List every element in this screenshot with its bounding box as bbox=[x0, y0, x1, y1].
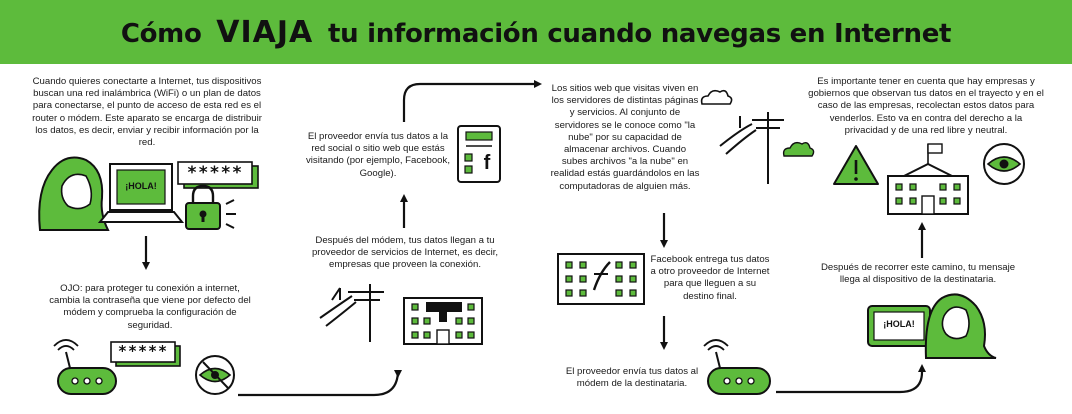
arrow-to-cloud bbox=[402, 80, 542, 122]
arrow-to-destination bbox=[776, 364, 926, 394]
padlock-icon bbox=[185, 184, 236, 230]
woman-silhouette-right-icon bbox=[924, 293, 997, 359]
power-pole-cloud-icon bbox=[719, 112, 784, 184]
eye-icon bbox=[983, 143, 1025, 185]
cloud-icon bbox=[700, 89, 815, 157]
social-network-text: El proveedor envía tus datos a la red so… bbox=[306, 131, 450, 179]
office-building-icon bbox=[403, 297, 483, 345]
destination-modem-text: El proveedor envía tus datos al módem de… bbox=[565, 366, 699, 390]
provider-text: Después del módem, tus datos llegan a tu… bbox=[311, 235, 499, 271]
title-emphasis: VIAJA bbox=[216, 14, 314, 50]
password-top-value: ***** bbox=[186, 163, 244, 183]
social-letter: f bbox=[483, 152, 491, 174]
arrival-text: Después de recorrer este camino, tu mens… bbox=[820, 262, 1016, 286]
website-icon bbox=[457, 125, 501, 183]
title-banner: Cómo VIAJA tu información cuando navegas… bbox=[0, 0, 1072, 64]
wifi-intro-text: Cuando quieres conectarte a Internet, tu… bbox=[32, 76, 262, 149]
title-pre: Cómo bbox=[120, 18, 202, 49]
router-tip-text: OJO: para proteger tu conexión a interne… bbox=[49, 283, 251, 331]
warning-icon bbox=[833, 145, 879, 185]
page-title: Cómo VIAJA tu información cuando navegas… bbox=[120, 14, 952, 50]
server-building-icon bbox=[557, 253, 645, 305]
router-destination-icon bbox=[703, 339, 771, 395]
power-pole-icon bbox=[319, 284, 384, 342]
government-building-icon bbox=[887, 143, 969, 215]
facebook-handoff-text: Facebook entrega tus datos a otro provee… bbox=[650, 254, 770, 302]
arrow-router-to-provider bbox=[238, 369, 402, 397]
router-icon bbox=[53, 339, 117, 395]
laptop-screen-message: ¡HOLA! bbox=[125, 181, 157, 191]
laptop-icon bbox=[97, 163, 185, 223]
woman-silhouette-icon bbox=[38, 156, 110, 231]
flow-arrows bbox=[142, 80, 926, 397]
router-password-icon bbox=[110, 341, 181, 367]
tablet-screen-message: ¡HOLA! bbox=[883, 319, 915, 329]
password-field-icon bbox=[177, 161, 259, 189]
privacy-warning-text: Es importante tener en cuenta que hay em… bbox=[808, 76, 1044, 136]
title-post: tu información cuando navegas en Interne… bbox=[328, 18, 952, 49]
tablet-icon bbox=[867, 305, 931, 347]
eye-slash-icon bbox=[195, 355, 235, 395]
password-router-value: ***** bbox=[117, 342, 169, 360]
cloud-text: Los sitios web que visitas viven en los … bbox=[550, 83, 700, 192]
